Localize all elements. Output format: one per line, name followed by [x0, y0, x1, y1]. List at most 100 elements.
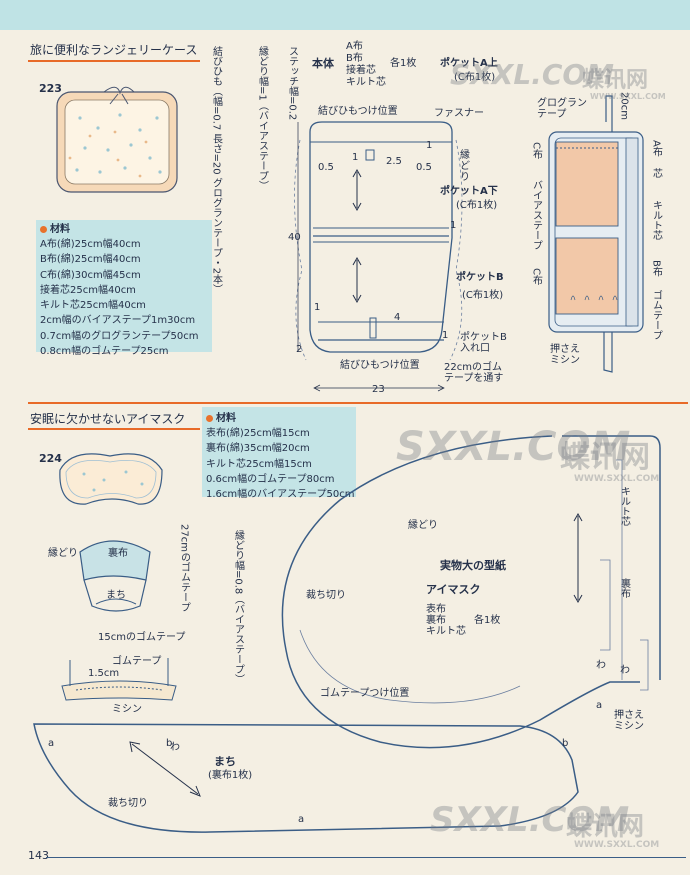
elastic-label: ゴムテープ	[650, 290, 662, 340]
material-item: B布(綿)25cm幅40cm	[40, 254, 141, 266]
dim-label: 1	[352, 152, 359, 163]
material-item: キルト芯25cm幅40cm	[40, 300, 146, 312]
material-item: 0.6cm幅のゴムテープ80cm	[206, 473, 335, 485]
mark-b: b	[562, 738, 569, 749]
materials-heading: 材料	[50, 224, 70, 235]
project-number-223: 223	[39, 82, 62, 95]
pocketB-elastic-note: 22cmのゴムテープを通す	[444, 362, 504, 384]
material-item: A布(綿)25cm幅40cm	[40, 239, 141, 250]
dim-label: 0.5	[318, 162, 334, 173]
watermark-brand: 蝶讯网	[560, 440, 650, 475]
elastic-27cm-label: 27cmのゴムテープ	[178, 524, 190, 612]
watermark-url: WWW.SXXL.COM	[574, 840, 660, 850]
material-item: 裏布(綿)35cm幅20cm	[206, 443, 310, 455]
material-item: 0.8cm幅のゴムテープ25cm	[40, 346, 169, 358]
ribbon-note: 結びひも（幅=0.7 長さ=20 グログランテープ・2本）	[210, 46, 222, 295]
fastener-label: ファスナー	[434, 108, 484, 119]
parts-each-count: 各1枚	[474, 615, 501, 626]
material-item: C布(綿)30cm幅45cm	[40, 269, 141, 281]
sewing-label: ミシン	[112, 704, 142, 715]
dim-label: 1	[442, 330, 449, 341]
materials-box-223: 材料 A布(綿)25cm幅40cm B布(綿)25cm幅40cm C布(綿)30…	[36, 220, 212, 357]
cut-edge-label: 裁ち切り	[306, 590, 346, 601]
section1-title-underline	[28, 60, 200, 62]
b-fabric-label: B布	[650, 260, 662, 277]
c-fabric-label-2: C布	[530, 268, 542, 285]
elastic-position-label: ゴムテープつけ位置	[320, 688, 410, 699]
dim-1-5cm: 1.5cm	[88, 668, 120, 679]
gusset-pattern-note: (裏布1枚)	[208, 770, 253, 781]
dim-label: 0.5	[416, 162, 432, 173]
fullsize-pattern-label: 実物大の型紙	[440, 559, 506, 572]
grosgrain-label: グログラン テープ	[537, 98, 587, 120]
top-color-band	[0, 0, 690, 30]
tie-position-bottom: 結びひもつけ位置	[340, 360, 420, 371]
body-each-count: 各1枚	[390, 58, 417, 69]
material-item: 0.7cm幅のグログランテープ50cm	[40, 330, 199, 342]
pocketA-top-title: ポケットA上	[440, 58, 498, 69]
project-number-224: 224	[39, 452, 62, 465]
quilt-core-pattern-label: キルト芯	[618, 486, 630, 526]
pocketB-title: ポケットB	[456, 272, 504, 283]
pocketB-mouth: ポケットB 入れ口	[460, 332, 507, 354]
watermark-logo: SXXL.COM	[396, 424, 631, 470]
binding-width-note-224: 縁どり幅=0.8（バイアステープ）	[232, 530, 244, 685]
dim-label: 1	[426, 140, 433, 151]
dim-40: 40	[288, 232, 301, 243]
pocketA-bottom-note: (C布1枚)	[456, 200, 498, 211]
elastic-tape-label: ゴムテープ	[112, 656, 162, 667]
section1-title: 旅に便利なランジェリーケース	[30, 43, 198, 57]
bias-tape-label: バイアステープ	[530, 180, 542, 250]
binding-width-note: 縁どり幅=1（バイアステープ）	[256, 46, 268, 191]
material-item: キルト芯25cm幅15cm	[206, 458, 312, 470]
tie-position-top: 結びひもつけ位置	[318, 106, 398, 117]
section-divider	[28, 402, 688, 404]
core-label: 芯	[650, 168, 662, 178]
material-item: 1.6cm幅のバイアステープ50cm	[206, 489, 355, 501]
gusset-pattern-title: まち	[214, 755, 236, 768]
watermark-logo: SXXL.COM	[430, 800, 630, 840]
watermark-logo: SXXL.COM	[450, 58, 615, 91]
dim-20cm: 20cm	[618, 92, 630, 120]
body-title: 本体	[312, 57, 334, 70]
press-sewing-label: 押さえ ミシン	[550, 344, 580, 366]
eye-mask-pattern-title: アイマスク	[426, 583, 481, 596]
pocketB-note: (C布1枚)	[462, 290, 504, 301]
quilt-core-label: キルト芯	[650, 200, 662, 240]
c-fabric-label-1: C布	[530, 142, 542, 159]
page-number: 143	[28, 849, 49, 862]
dim-label: 2	[296, 344, 303, 355]
mark-b: b	[166, 738, 173, 749]
dim-23: 23	[372, 384, 385, 395]
fold-mark: わ	[170, 742, 180, 753]
section2-title-underline	[28, 428, 200, 430]
stitch-width-note: ステッチ幅=0.2	[286, 46, 298, 121]
watermark-brand: 蝶讯网	[582, 68, 649, 93]
fold-mark: わ	[596, 660, 606, 671]
section2-title: 安眠に欠かせないアイマスク	[30, 412, 186, 426]
dim-label: 1	[314, 302, 321, 313]
a-fabric-label: A布	[650, 140, 662, 157]
material-item: 接着芯25cm幅40cm	[40, 284, 136, 296]
material-item: 2cm幅のバイアステープ1m30cm	[40, 315, 196, 327]
material-item: 表布(綿)25cm幅15cm	[206, 428, 310, 439]
edge-binding-pattern-label: 縁どり	[408, 520, 438, 531]
gusset-label: まち	[106, 590, 126, 601]
mark-a: a	[298, 814, 305, 825]
watermark-url: WWW.SXXL.COM	[590, 92, 666, 101]
press-sewing-pattern-label: 押さえ ミシン	[614, 710, 644, 732]
dim-label: 2.5	[386, 156, 402, 167]
materials-box-224: 材料 表布(綿)25cm幅15cm 裏布(綿)35cm幅20cm キルト芯25c…	[202, 407, 356, 500]
watermark-brand: 蝶讯网	[566, 812, 645, 842]
elastic-15cm-label: 15cmのゴムテープ	[98, 632, 186, 643]
eye-mask-parts-list: 表布 裏布 キルト芯	[426, 604, 466, 637]
edge-binding-label: 縁どり	[48, 548, 78, 559]
binding-label: 縁どり	[460, 150, 470, 183]
cut-edge-label-gusset: 裁ち切り	[108, 798, 148, 809]
fold-mark: わ	[620, 665, 630, 676]
pocketA-bottom-title: ポケットA下	[440, 186, 498, 197]
lining-label: 裏布	[108, 548, 128, 559]
footer-rule	[46, 857, 686, 858]
materials-heading: 材料	[216, 413, 236, 424]
watermark-url: WWW.SXXL.COM	[574, 474, 660, 484]
